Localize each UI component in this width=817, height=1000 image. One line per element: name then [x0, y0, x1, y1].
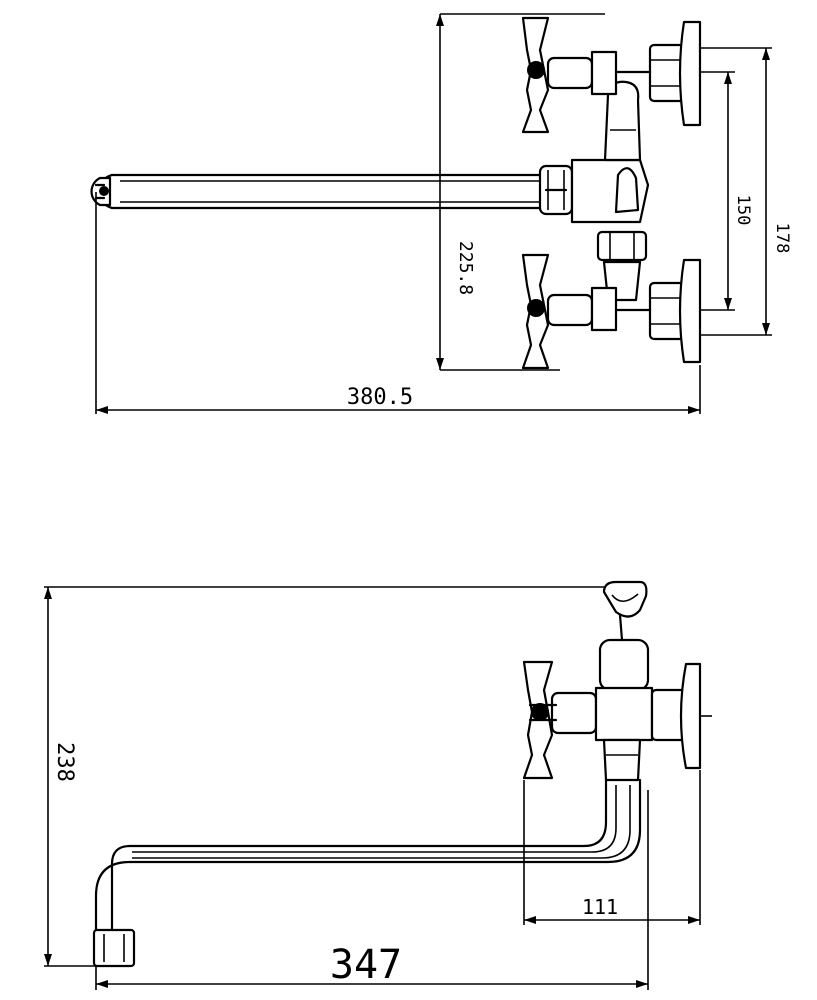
side-shower-holder: [598, 580, 650, 692]
top-spout: [90, 173, 550, 210]
top-swivel-nut: [538, 164, 574, 216]
dim-label-178: 178: [772, 223, 792, 254]
top-view: 225.8: [90, 13, 792, 414]
top-handle-lower-cross: [521, 253, 618, 370]
top-flange-upper: [614, 20, 702, 127]
top-handle-upper-cross: [521, 16, 618, 134]
dim-label-111: 111: [582, 895, 618, 919]
dim-238: [44, 586, 612, 967]
dim-380-5: [95, 192, 701, 414]
dim-150: [700, 71, 735, 311]
dim-111: [523, 770, 701, 925]
dim-label-150: 150: [733, 195, 753, 226]
dim-178: [700, 47, 772, 336]
side-view: 238: [44, 580, 712, 990]
side-body: [594, 662, 712, 782]
dim-label-238: 238: [52, 742, 77, 782]
dim-label-225-8: 225.8: [455, 241, 476, 295]
dim-frame-225: [436, 13, 605, 371]
dim-label-380-5: 380.5: [347, 385, 413, 410]
side-handle-cross: [522, 660, 598, 780]
top-body: [570, 80, 650, 302]
side-spout: [92, 778, 642, 968]
top-flange-lower: [614, 258, 702, 364]
dim-347: [95, 790, 649, 990]
dim-label-347: 347: [330, 942, 402, 988]
